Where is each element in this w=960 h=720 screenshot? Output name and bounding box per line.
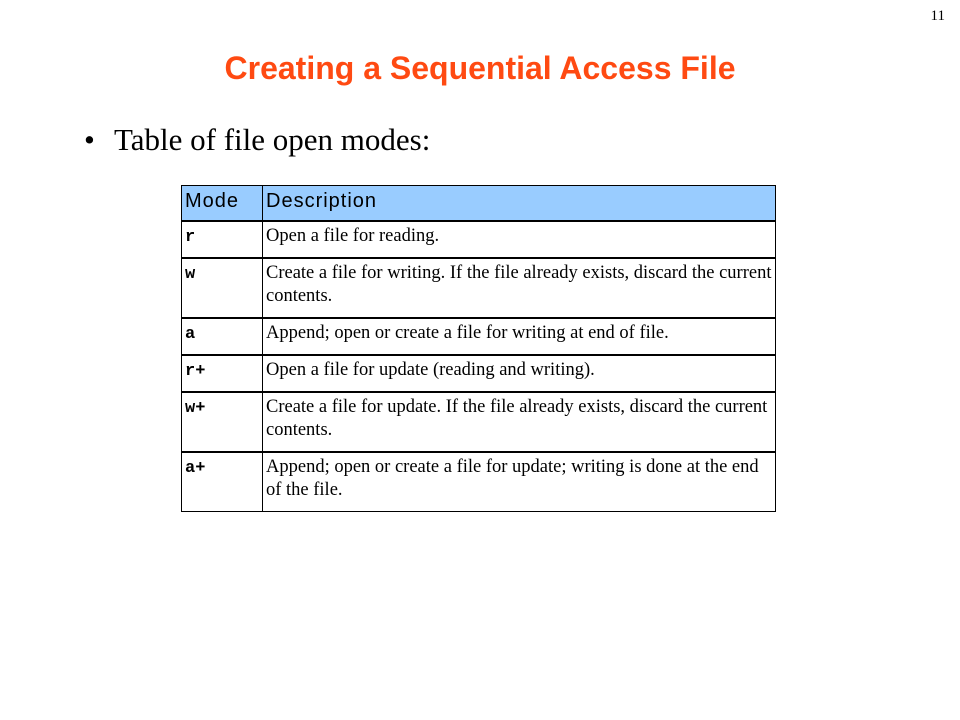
mode-cell: w: [181, 257, 263, 319]
description-cell: Append; open or create a file for writin…: [262, 317, 776, 356]
mode-cell: a+: [181, 451, 263, 512]
description-cell: Open a file for update (reading and writ…: [262, 354, 776, 393]
table-row: w Create a file for writing. If the file…: [181, 257, 776, 319]
header-description: Description: [262, 185, 776, 222]
mode-cell: r: [181, 220, 263, 259]
file-modes-table: Mode Description r Open a file for readi…: [181, 185, 776, 512]
table-row: a+ Append; open or create a file for upd…: [181, 451, 776, 512]
mode-cell: r+: [181, 354, 263, 393]
header-mode: Mode: [181, 185, 263, 222]
bullet-text: Table of file open modes:: [114, 122, 431, 157]
table-row: r+ Open a file for update (reading and w…: [181, 354, 776, 393]
bullet-item: • Table of file open modes:: [84, 122, 430, 158]
table-row: w+ Create a file for update. If the file…: [181, 391, 776, 453]
page-number: 11: [930, 8, 945, 24]
slide-title: Creating a Sequential Access File: [224, 50, 736, 86]
table-row: r Open a file for reading.: [181, 220, 776, 259]
description-cell: Create a file for update. If the file al…: [262, 391, 776, 453]
mode-cell: w+: [181, 391, 263, 453]
table-header-row: Mode Description: [181, 185, 776, 222]
bullet-dot: •: [84, 122, 95, 157]
table-row: a Append; open or create a file for writ…: [181, 317, 776, 356]
mode-cell: a: [181, 317, 263, 356]
description-cell: Create a file for writing. If the file a…: [262, 257, 776, 319]
description-cell: Open a file for reading.: [262, 220, 776, 259]
description-cell: Append; open or create a file for update…: [262, 451, 776, 512]
